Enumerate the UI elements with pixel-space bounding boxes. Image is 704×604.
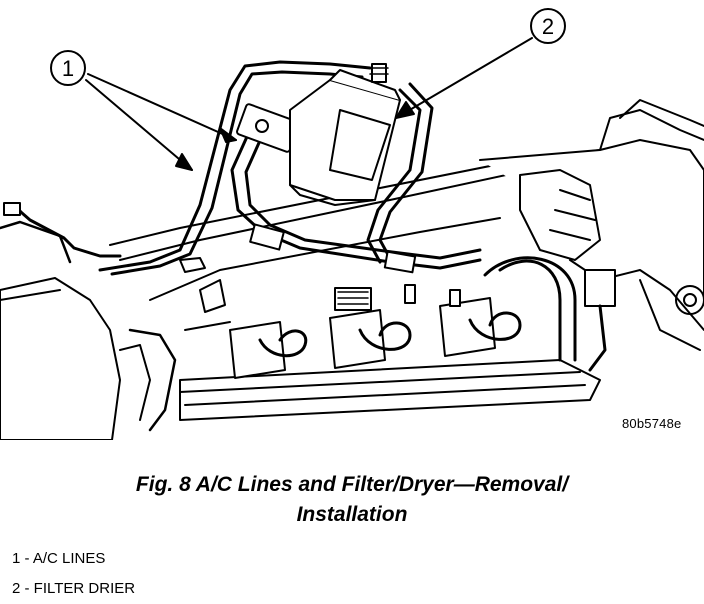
- legend: 1 - A/C LINES 2 - FILTER DRIER: [12, 544, 135, 604]
- fuel-rail: [179, 359, 601, 421]
- injectors: [229, 284, 496, 379]
- figure-code: 80b5748e: [622, 416, 682, 431]
- heater-hose: [498, 259, 562, 362]
- callout-2-number: 2: [542, 14, 554, 39]
- callout-2-leader: [395, 37, 533, 119]
- callout-1-leader-a: [87, 73, 237, 141]
- caption-line-2: Installation: [296, 503, 408, 526]
- fender-panel: [0, 277, 121, 440]
- legend-item-ac-lines: 1 - A/C LINES: [12, 550, 106, 567]
- callout-1-leader-b: [85, 79, 193, 171]
- filter-drier: [289, 63, 401, 206]
- callout-2: 2: [395, 8, 566, 119]
- left-tube-end: [3, 203, 122, 258]
- legend-item-filter-drier: 2 - FILTER DRIER: [12, 580, 136, 597]
- engine-bay-illustration: 1 2: [0, 8, 704, 440]
- caption-line-1: Fig. 8 A/C Lines and Filter/Dryer—Remova…: [135, 473, 569, 496]
- figure-caption: Fig. 8 A/C Lines and Filter/Dryer—Remova…: [0, 470, 704, 530]
- callout-1-number: 1: [62, 56, 74, 81]
- callout-1: 1: [50, 50, 237, 171]
